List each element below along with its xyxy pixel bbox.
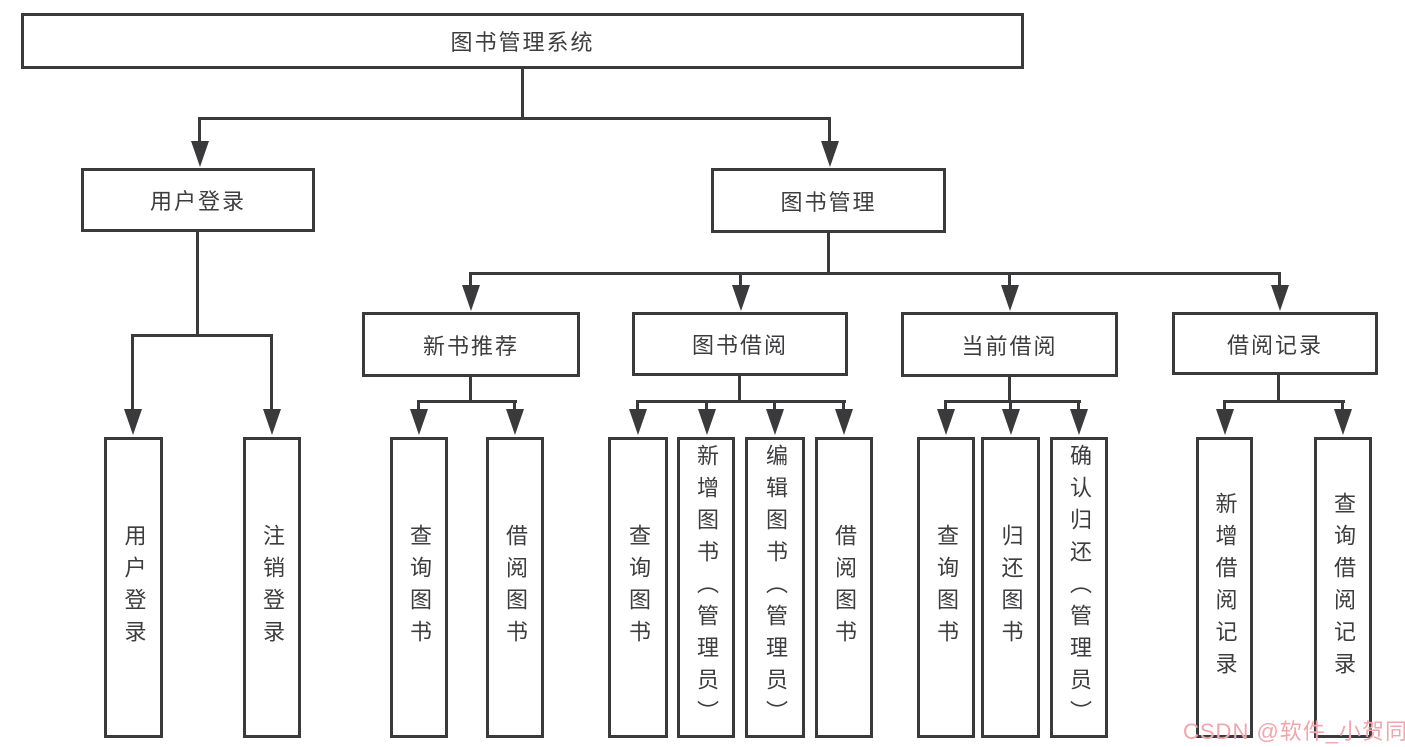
- watermark: CSDN @软件_小贺同学: [1183, 719, 1405, 744]
- arrow-down-icon: [820, 141, 839, 167]
- arrow-down-icon: [1333, 409, 1352, 435]
- connector-line: [636, 402, 639, 410]
- arrow-down-icon: [936, 409, 955, 435]
- node-book-management: 图书管理: [711, 168, 946, 233]
- node-user-login-action: 用户登录: [104, 437, 163, 738]
- connector-line: [521, 67, 524, 119]
- connector-line: [469, 274, 472, 286]
- node-label: 确认归还（管理员）: [1067, 443, 1092, 732]
- connector-line: [636, 400, 846, 403]
- connector-line: [1223, 400, 1345, 403]
- node-label: 编辑图书（管理员）: [763, 443, 788, 732]
- arrow-down-icon: [1001, 409, 1020, 435]
- arrow-down-icon: [461, 285, 480, 311]
- node-confirm-return-admin: 确认归还（管理员）: [1050, 437, 1108, 738]
- connector-line: [944, 402, 947, 410]
- node-query-books-current: 查询图书: [917, 437, 975, 738]
- node-label: 查询图书: [934, 523, 959, 652]
- node-return-books: 归还图书: [981, 437, 1040, 738]
- arrow-down-icon: [410, 409, 428, 435]
- node-label: 借阅记录: [1226, 332, 1323, 358]
- node-current-borrowing: 当前借阅: [901, 312, 1118, 377]
- arrow-down-icon: [190, 141, 209, 167]
- connector-line: [739, 274, 742, 286]
- node-label: 新增图书（管理员）: [694, 443, 719, 732]
- connector-line: [1278, 274, 1281, 286]
- connector-line: [131, 334, 273, 337]
- node-user-login: 用户登录: [81, 168, 315, 232]
- arrow-down-icon: [506, 409, 524, 435]
- node-label: 查询图书: [407, 523, 432, 652]
- arrow-down-icon: [697, 409, 716, 435]
- node-label: 当前借阅: [961, 333, 1058, 359]
- connector-line: [705, 402, 708, 410]
- connector-line: [1008, 274, 1011, 286]
- connector-line: [417, 402, 420, 410]
- node-label: 图书管理系统: [450, 30, 595, 55]
- node-label: 查询借阅记录: [1331, 491, 1356, 684]
- node-label: 借阅图书: [832, 523, 857, 652]
- arrow-down-icon: [1270, 285, 1289, 311]
- node-label: 用户登录: [121, 523, 147, 652]
- arrow-down-icon: [834, 409, 853, 435]
- arrow-down-icon: [1069, 409, 1088, 435]
- node-new-book-recommend: 新书推荐: [362, 312, 580, 377]
- node-query-books-recommend: 查询图书: [390, 437, 448, 738]
- node-root: 图书管理系统: [21, 13, 1024, 69]
- node-borrow-books-action: 借阅图书: [815, 437, 873, 738]
- node-label: 图书管理: [780, 189, 877, 215]
- connector-line: [1277, 373, 1280, 402]
- node-label: 图书借阅: [691, 333, 788, 358]
- arrow-down-icon: [731, 285, 750, 311]
- connector-line: [196, 230, 199, 336]
- node-book-borrowing: 图书借阅: [632, 312, 848, 376]
- node-label: 借阅图书: [503, 523, 528, 652]
- arrow-down-icon: [628, 409, 647, 435]
- node-add-borrow-record: 新增借阅记录: [1196, 437, 1253, 738]
- connector-line: [944, 400, 1081, 403]
- node-label: 用户登录: [149, 189, 246, 214]
- connector-line: [1341, 402, 1344, 410]
- arrow-down-icon: [765, 409, 784, 435]
- connector-line: [131, 336, 134, 411]
- node-label: 新增借阅记录: [1212, 491, 1238, 684]
- arrow-down-icon: [1215, 409, 1234, 435]
- arrow-down-icon: [1000, 285, 1019, 311]
- connector-line: [827, 231, 830, 274]
- connector-line: [270, 336, 273, 411]
- connector-line: [842, 402, 845, 410]
- connector-line: [1077, 402, 1080, 410]
- connector-line: [198, 119, 201, 143]
- connector-line: [738, 374, 741, 402]
- connector-line: [417, 400, 517, 403]
- connector-line: [773, 402, 776, 410]
- node-logout-action: 注销登录: [243, 437, 301, 738]
- node-label: 新书推荐: [422, 333, 519, 359]
- connector-line: [1009, 402, 1012, 410]
- connector-line: [469, 272, 1281, 275]
- connector-line: [198, 117, 831, 120]
- node-label: 查询图书: [626, 523, 651, 652]
- node-edit-books-admin: 编辑图书（管理员）: [745, 437, 805, 738]
- node-add-books-admin: 新增图书（管理员）: [677, 437, 735, 738]
- node-query-books-borrowing: 查询图书: [608, 437, 668, 738]
- arrow-down-icon: [123, 409, 142, 435]
- connector-line: [513, 402, 516, 410]
- connector-line: [1008, 375, 1011, 402]
- connector-line: [1223, 402, 1226, 410]
- connector-line: [469, 375, 472, 402]
- node-borrowing-records: 借阅记录: [1172, 312, 1378, 375]
- arrow-down-icon: [262, 409, 281, 435]
- node-query-borrow-record: 查询借阅记录: [1314, 437, 1372, 738]
- node-borrow-books-recommend: 借阅图书: [486, 437, 544, 738]
- connector-line: [828, 119, 831, 143]
- node-label: 注销登录: [260, 523, 285, 652]
- node-label: 归还图书: [998, 523, 1024, 652]
